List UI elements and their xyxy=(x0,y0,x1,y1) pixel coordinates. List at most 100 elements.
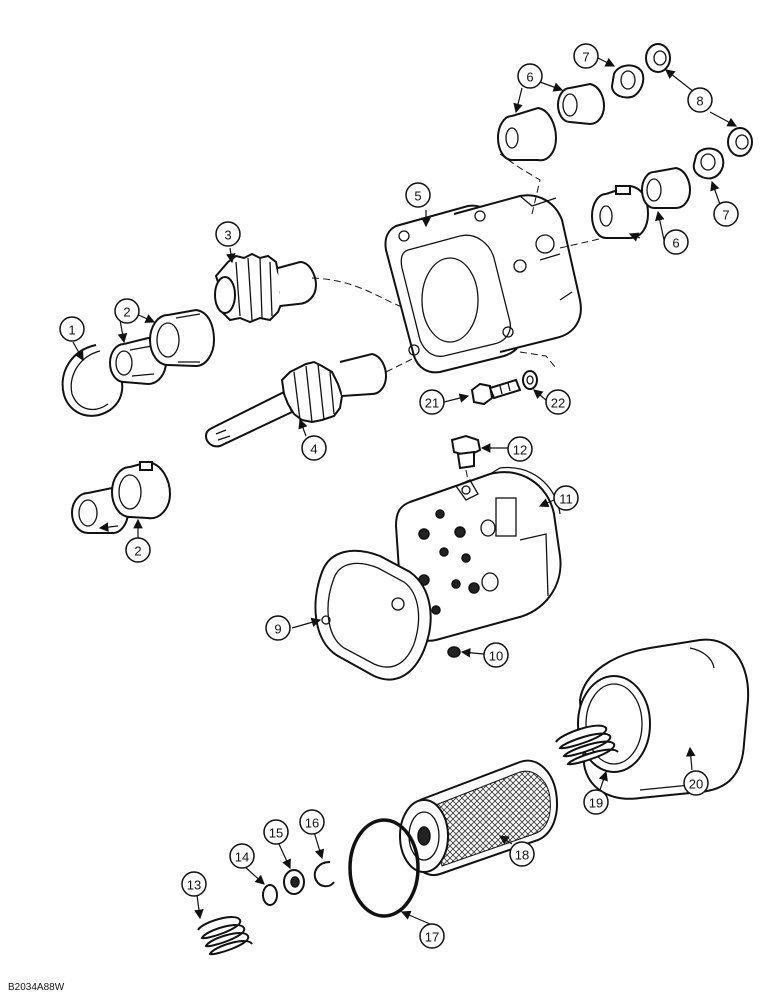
callout-c5: 5 xyxy=(405,182,431,208)
callout-circle xyxy=(509,841,535,867)
callout-label: 21 xyxy=(425,396,439,411)
set-screw-part xyxy=(447,646,461,658)
callout-label: 12 xyxy=(513,443,527,458)
callout-circle xyxy=(687,87,713,113)
relief-spring-part xyxy=(197,916,253,956)
callout-label: 10 xyxy=(489,649,503,664)
upper-bushing-part xyxy=(149,308,216,368)
upper-right-bushing-part xyxy=(497,106,558,162)
callout-circle xyxy=(405,182,431,208)
callout-circle xyxy=(573,43,599,69)
callout-label: 2 xyxy=(134,544,141,559)
callout-circle xyxy=(125,537,151,563)
callout-circle xyxy=(263,819,289,845)
callout-circle xyxy=(229,843,255,869)
callout-circle xyxy=(299,809,325,835)
callout-label: 1 xyxy=(68,323,75,338)
callout-c17: 17 xyxy=(419,923,445,949)
callout-c14: 14 xyxy=(229,843,255,869)
callout-label: 15 xyxy=(269,826,283,841)
callout-c8: 8 xyxy=(687,87,713,113)
callout-circle xyxy=(553,485,579,511)
spring-seat-washer-part xyxy=(283,869,305,895)
callout-c12: 12 xyxy=(507,436,533,462)
callout-label: 5 xyxy=(414,189,421,204)
callout-c2b: 2 xyxy=(125,537,151,563)
lower-wear-plate-part xyxy=(692,147,725,180)
callout-c9: 9 xyxy=(265,615,291,641)
filter-element-part xyxy=(399,759,558,876)
callout-label: 17 xyxy=(425,930,439,945)
callout-label: 14 xyxy=(235,850,249,865)
upper-needle-bearing-part xyxy=(109,336,168,386)
callout-label: 18 xyxy=(515,848,529,863)
callout-c6a: 6 xyxy=(517,63,543,89)
callout-circle xyxy=(181,871,207,897)
callout-circle xyxy=(215,221,241,247)
callout-circle xyxy=(419,923,445,949)
lower-seal-part xyxy=(727,127,753,157)
upper-wear-plate-part xyxy=(610,64,645,99)
plug-part xyxy=(450,434,482,491)
upper-right-needle-bearing-part xyxy=(557,82,606,126)
cover-part xyxy=(394,466,562,642)
callout-label: 19 xyxy=(589,796,603,811)
callout-circle xyxy=(483,642,509,668)
callout-circle xyxy=(545,389,571,415)
callout-label: 16 xyxy=(305,816,319,831)
callout-label: 22 xyxy=(551,396,565,411)
callout-c19: 19 xyxy=(583,789,609,815)
callout-circle xyxy=(114,298,140,324)
callout-c4: 4 xyxy=(301,435,327,461)
lower-right-bushing-part xyxy=(591,184,650,239)
gasket-part xyxy=(314,549,432,681)
retainer-clip-part xyxy=(313,861,335,888)
callout-label: 20 xyxy=(689,777,703,792)
callout-label: 7 xyxy=(582,50,589,65)
callout-label: 13 xyxy=(187,878,201,893)
o-ring-part xyxy=(348,818,420,918)
callout-circle xyxy=(583,789,609,815)
callout-circle xyxy=(507,436,533,462)
callout-label: 3 xyxy=(224,228,231,243)
drive-gear-shaft-part xyxy=(204,339,453,448)
figure-code: B2034A88W xyxy=(8,982,65,993)
pump-body-part xyxy=(384,153,613,374)
callout-circle xyxy=(265,615,291,641)
callout-c7a: 7 xyxy=(573,43,599,69)
callout-label: 6 xyxy=(526,70,533,85)
callout-circle xyxy=(713,201,739,227)
callout-c7b: 7 xyxy=(713,201,739,227)
callout-label: 6 xyxy=(672,236,679,251)
bolt-part xyxy=(470,378,522,406)
callout-label: 4 xyxy=(310,442,317,457)
callout-c22: 22 xyxy=(545,389,571,415)
callout-circle xyxy=(301,435,327,461)
callout-label: 8 xyxy=(696,94,703,109)
lower-right-needle-bearing-part xyxy=(641,166,692,209)
callout-c20: 20 xyxy=(683,770,709,796)
snap-ring-part xyxy=(61,344,124,417)
callout-c11: 11 xyxy=(553,485,579,511)
callout-c15: 15 xyxy=(263,819,289,845)
driven-gear-part xyxy=(214,252,411,324)
washer-part xyxy=(522,370,538,390)
filter-housing-part xyxy=(577,638,750,800)
filter-spring-part xyxy=(555,724,619,766)
upper-seal-part xyxy=(645,43,671,73)
callout-c18: 18 xyxy=(509,841,535,867)
lower-bushing-part xyxy=(111,460,172,520)
callout-circle xyxy=(663,229,689,255)
callout-circle xyxy=(517,63,543,89)
callout-circle xyxy=(683,770,709,796)
callout-label: 7 xyxy=(722,208,729,223)
callout-c2a: 2 xyxy=(114,298,140,324)
callout-c10: 10 xyxy=(483,642,509,668)
callout-c13: 13 xyxy=(181,871,207,897)
callout-label: 11 xyxy=(559,492,573,507)
callout-circle xyxy=(419,389,445,415)
callout-label: 2 xyxy=(123,305,130,320)
callout-c1: 1 xyxy=(59,316,85,342)
